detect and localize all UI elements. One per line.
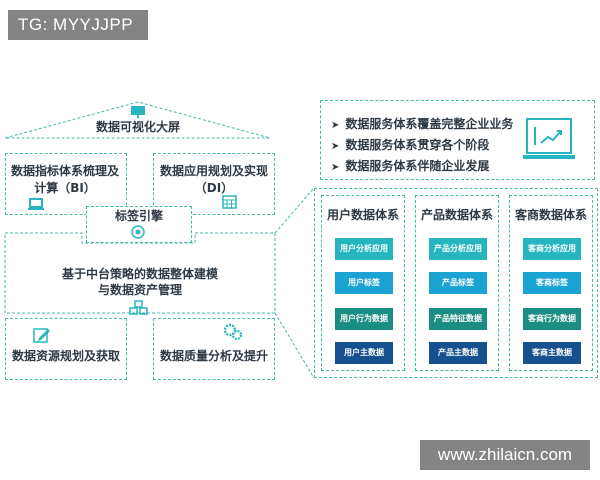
di-box [153,153,275,215]
chart-screen-icon [521,117,581,171]
site-watermark: www.zhilaicn.com [420,440,590,470]
chip-tag: 产品标签 [429,272,487,294]
system-column-product: 产品数据体系 产品分析应用 产品标签 产品特征数据 产品主数据 [415,195,499,371]
center-line1: 基于中台策略的数据整体建模 [61,267,218,281]
target-icon [131,224,145,243]
chip-tag: 用户标签 [335,272,393,294]
chevron-right-icon: ➤ [331,120,340,131]
system-title: 客商数据体系 [514,208,587,222]
quality-box [153,318,275,380]
chip-feature: 产品特征数据 [429,308,487,330]
chip-tag: 客商标签 [523,272,581,294]
system-title: 产品数据体系 [420,208,493,222]
feature-text: 数据服务体系贯穿各个阶段 [345,138,490,152]
feature-item: ➤ 数据服务体系伴随企业发展 [331,157,489,174]
roof-title: 数据可视化大屏 [95,120,180,134]
system-title: 用户数据体系 [326,208,399,222]
feature-text: 数据服务体系伴随企业发展 [345,159,490,173]
tag-engine-box [86,206,192,243]
data-systems-box: 用户数据体系 用户分析应用 用户标签 用户行为数据 用户主数据 产品数据体系 产… [314,188,598,378]
monitor-icon [130,104,146,123]
laptop-icon [27,196,45,215]
resource-label: 数据资源规划及获取 [11,349,120,363]
cubes-icon [128,300,150,320]
resource-box [5,318,127,380]
system-column-user: 用户数据体系 用户分析应用 用户标签 用户行为数据 用户主数据 [321,195,405,371]
center-line2: 与数据资产管理 [97,283,182,297]
features-box: ➤ 数据服务体系覆盖完整企业业务 ➤ 数据服务体系贯穿各个阶段 ➤ 数据服务体系伴随企… [320,100,595,180]
feature-item: ➤ 数据服务体系覆盖完整企业业务 [331,115,513,132]
feature-text: 数据服务体系覆盖完整企业业务 [345,117,514,131]
quality-label: 数据质量分析及提升 [159,349,268,363]
grid-icon [222,194,237,213]
feature-item: ➤ 数据服务体系贯穿各个阶段 [331,136,489,153]
chip-behavior: 客商行为数据 [523,308,581,330]
tag-engine-label: 标签引擎 [114,209,163,223]
di-label: 数据应用规划及实现（DI） [159,164,268,195]
bi-box [5,153,127,215]
chip-analysis: 产品分析应用 [429,238,487,260]
edit-icon [33,326,51,348]
bi-label: 数据指标体系梳理及计算（BI） [10,164,119,195]
chip-analysis: 用户分析应用 [335,238,393,260]
chip-analysis: 客商分析应用 [523,238,581,260]
chip-master: 客商主数据 [523,342,581,364]
chevron-right-icon: ➤ [331,162,340,173]
tg-label: TG: MYYJJPP [8,10,148,40]
chevron-right-icon: ➤ [331,141,340,152]
gears-icon [223,323,243,345]
chip-master: 产品主数据 [429,342,487,364]
chip-master: 用户主数据 [335,342,393,364]
chip-behavior: 用户行为数据 [335,308,393,330]
system-column-merchant: 客商数据体系 客商分析应用 客商标签 客商行为数据 客商主数据 [509,195,593,371]
